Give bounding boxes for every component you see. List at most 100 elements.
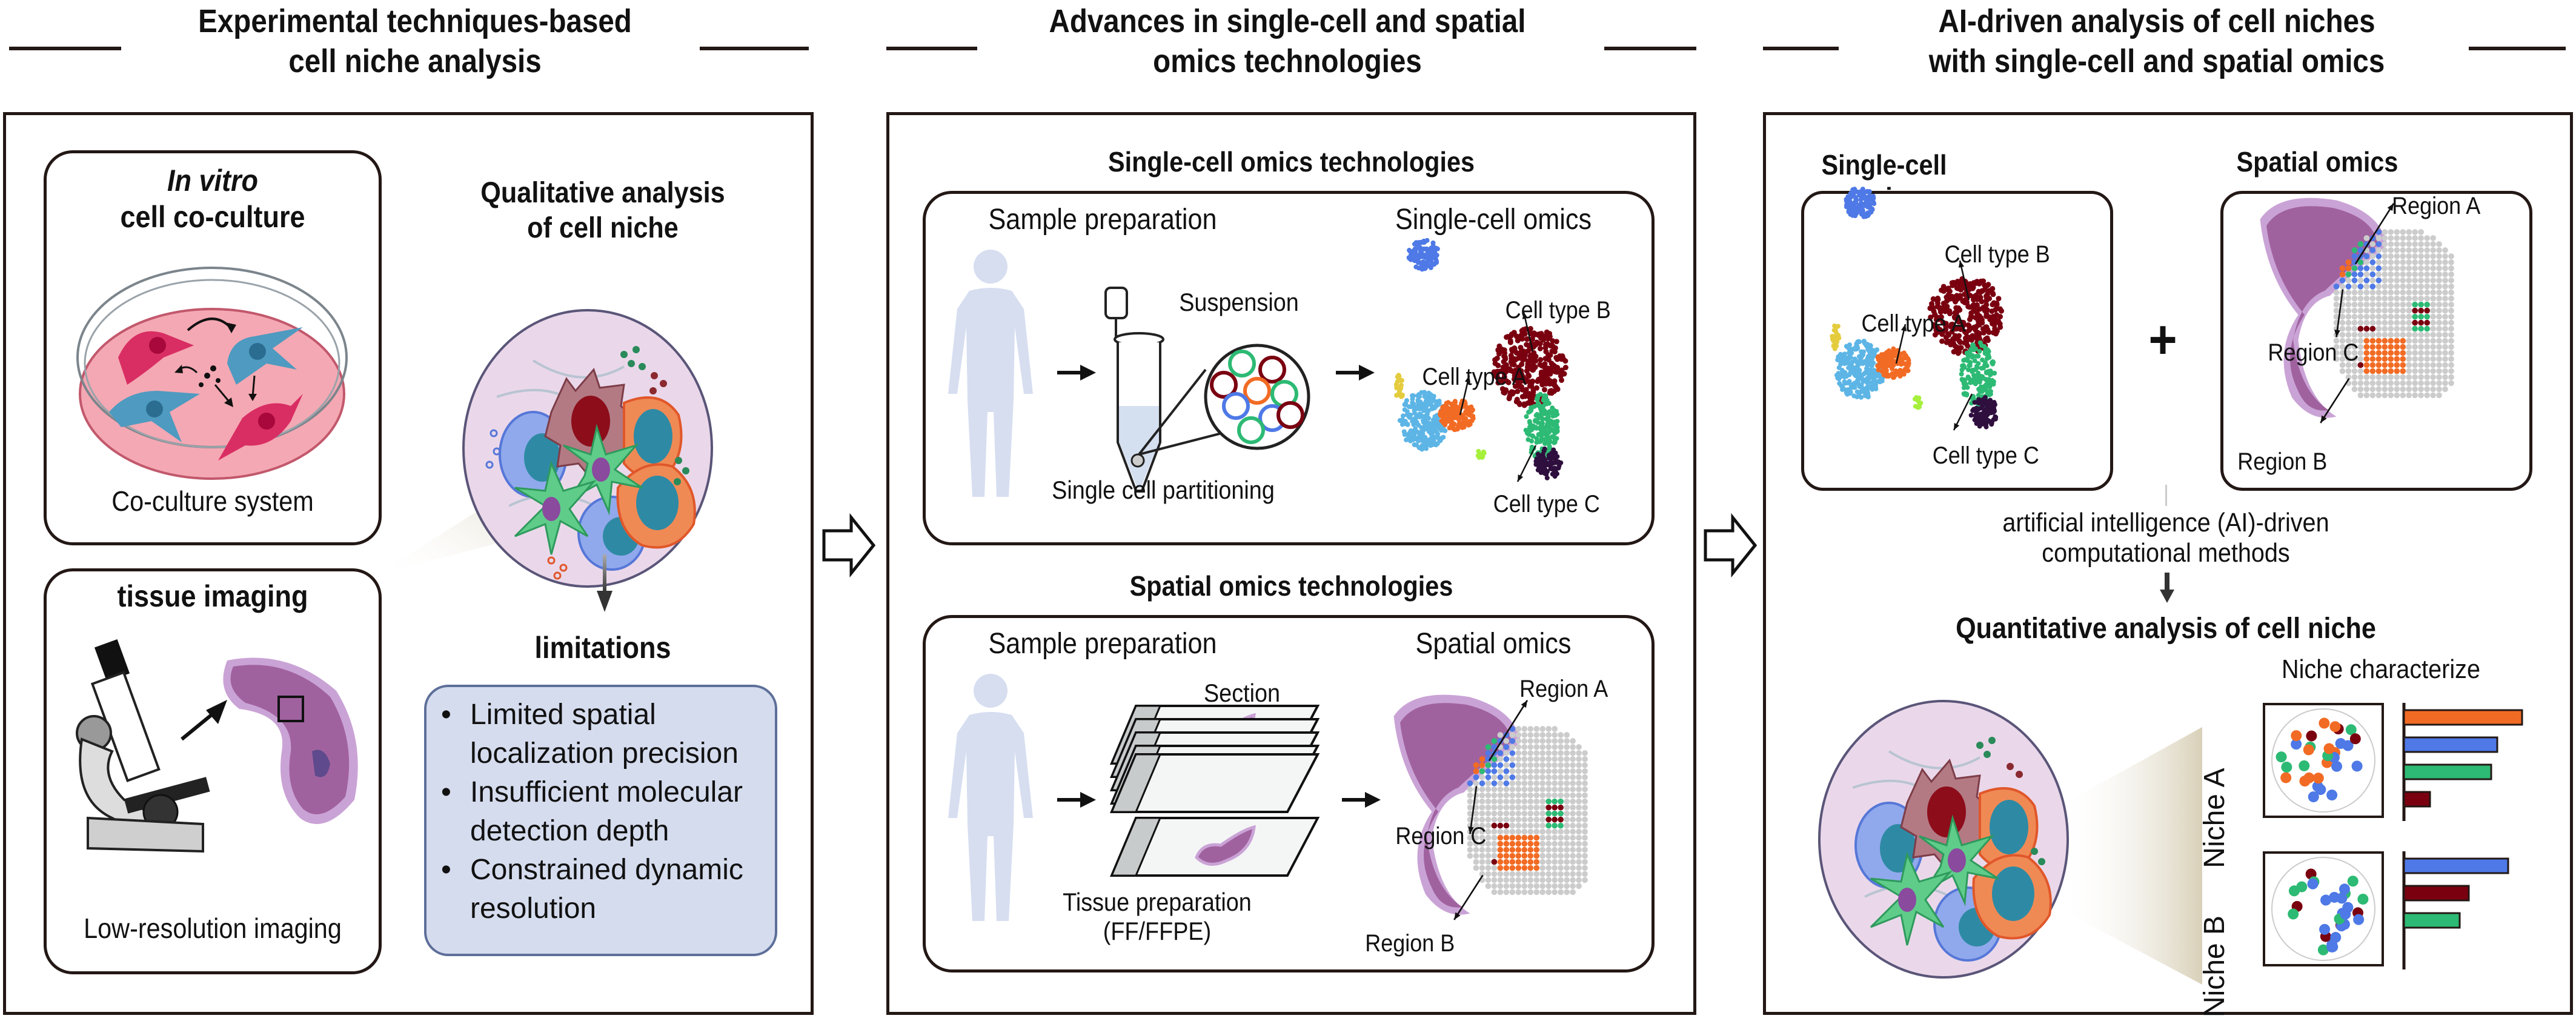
suspension-label: Suspension <box>1179 288 1299 316</box>
ai-methods-label: artificial intelligence (AI)-driven comp… <box>1926 508 2406 568</box>
umap-cluster <box>1927 276 2005 356</box>
niche-cell-dot <box>2326 790 2338 801</box>
niche-cell-dot <box>2276 751 2287 763</box>
tissue-prep-label: Tissue preparation (FF/FFPE) <box>1043 888 1272 946</box>
spatial-right-region-a: Region A <box>2392 193 2481 219</box>
section-1-title-line1: Experimental techniques-based <box>198 3 632 39</box>
coculture-title: In vitro cell co-culture <box>61 162 365 235</box>
imaging-caption: Low-resolution imaging <box>84 913 342 944</box>
header-rule-left-1 <box>9 47 121 50</box>
niche-cell-dot <box>2339 883 2350 895</box>
umap-cluster <box>1491 326 1569 408</box>
niche-cell-dot <box>2299 760 2310 771</box>
flow-arrow-2 <box>1704 513 1758 578</box>
header-rule-left-3 <box>1763 47 1839 50</box>
human-silhouette-icon <box>948 250 1033 497</box>
section-3-title-line1: AI-driven analysis of cell niches <box>1938 3 2375 39</box>
niche-cell-dot <box>2320 894 2332 906</box>
header-rule-right-3 <box>2469 47 2566 50</box>
connector-line <box>2165 485 2167 506</box>
niche-cell-dot <box>2323 743 2335 754</box>
umap-cluster <box>1830 323 1842 351</box>
niche-cell-dot <box>2357 893 2369 905</box>
arrow-right-small-3 <box>1057 792 1096 808</box>
spatial-mid-region-c: Region C <box>1395 823 1487 849</box>
niche-label: Niche B <box>2199 915 2231 1018</box>
niche-scatter-box <box>2263 851 2384 966</box>
arrow-right-small-2 <box>1336 365 1375 381</box>
niche-cell-dot <box>2281 762 2292 773</box>
qualitative-title-line2: of cell niche <box>527 212 679 244</box>
tissue-slides-stack <box>1109 705 1320 877</box>
cell-orange-1 <box>623 396 683 480</box>
limitation-item-line2: detection depth <box>470 815 669 847</box>
qualitative-title: Qualitative analysis of cell niche <box>459 176 748 246</box>
down-arrow-quant <box>2160 573 2174 603</box>
limitations-box <box>424 685 777 956</box>
niche-cell-dot <box>2280 772 2292 783</box>
section-label: Section <box>1203 679 1281 707</box>
singlecell-tech-title: Single-cell omics technologies <box>1107 146 1475 178</box>
limitation-item-line1: Limited spatial <box>470 699 656 731</box>
niche-bar-chart <box>2402 703 2523 821</box>
niche-cell-dot <box>2335 738 2346 750</box>
niche-cell-dot <box>2319 717 2330 729</box>
singlecell-left-header: Sample preparation <box>988 204 1217 236</box>
tissue-slide <box>1109 817 1320 877</box>
ai-methods-line1: artificial intelligence (AI)-driven <box>2002 508 2329 537</box>
umap-mid-cell-type-b: Cell type B <box>1505 297 1611 324</box>
tissue-prep-line1: Tissue preparation <box>1063 888 1252 916</box>
arrow-to-tissue <box>181 700 227 741</box>
niche-cell-dot <box>2331 760 2343 772</box>
niche-cell-dot <box>2296 881 2308 893</box>
ai-methods-line2: computational methods <box>2042 538 2290 568</box>
zoom-cone-right <box>2060 727 2202 985</box>
spatial-map-middle <box>1393 694 1588 920</box>
umap-right-cell-type-a: Cell type A <box>1861 310 1966 337</box>
spatial-tech-title: Spatial omics technologies <box>1129 570 1453 602</box>
tissue-section-image <box>223 657 358 824</box>
bullet: • <box>441 699 451 731</box>
bullet: • <box>441 854 451 886</box>
umap-cluster <box>1844 187 1877 219</box>
section-1-title-line2: cell niche analysis <box>288 43 542 79</box>
niche-bar <box>2403 736 2498 753</box>
bullet: • <box>441 776 451 808</box>
niche-cell-dot <box>2347 876 2359 887</box>
tissue-slide <box>1109 753 1320 813</box>
limitations-title: limitations <box>534 631 671 665</box>
niche-cell-dot <box>2326 941 2338 953</box>
niche-cell-dot <box>2353 914 2365 925</box>
cell-niche-illustration <box>462 309 713 588</box>
niche-bar <box>2403 885 2470 902</box>
umap-plot-right <box>1830 187 2005 431</box>
niche-cell-dot <box>2291 730 2302 742</box>
header-rule-left-2 <box>886 47 977 50</box>
petri-dish-illustration <box>76 267 348 480</box>
petri-dish-rim-inner <box>84 279 340 448</box>
niche-bar <box>2403 709 2523 726</box>
niche-cell-dot <box>2288 908 2299 920</box>
cell-blue-2 <box>109 391 200 442</box>
microscope-icon <box>76 639 210 853</box>
umap-cluster <box>1475 448 1487 460</box>
cell-niche-illustration-2 <box>1818 700 2069 979</box>
niche-cell-dot <box>2329 891 2340 903</box>
niche-cell-dot <box>2349 733 2361 745</box>
niche-characterize-label: Niche characterize <box>2282 654 2480 684</box>
niche-cell-dot <box>2303 744 2314 756</box>
niche-bar <box>2403 791 2431 808</box>
umap-cluster <box>1834 339 1887 400</box>
arrow-right-small-4 <box>1342 792 1381 808</box>
spatial-right-region-c: Region C <box>2268 339 2359 366</box>
niche-cell-dot <box>2303 772 2315 783</box>
down-arrow-limitations <box>597 554 612 612</box>
arrow-right-small-1 <box>1057 365 1096 381</box>
cell-blue-1 <box>227 327 303 385</box>
header-rule-right-2 <box>1604 47 1696 50</box>
signal-dots <box>620 346 689 485</box>
quant-title: Quantitative analysis of cell niche <box>1956 613 2376 645</box>
niche-cell-dot <box>2340 908 2351 920</box>
